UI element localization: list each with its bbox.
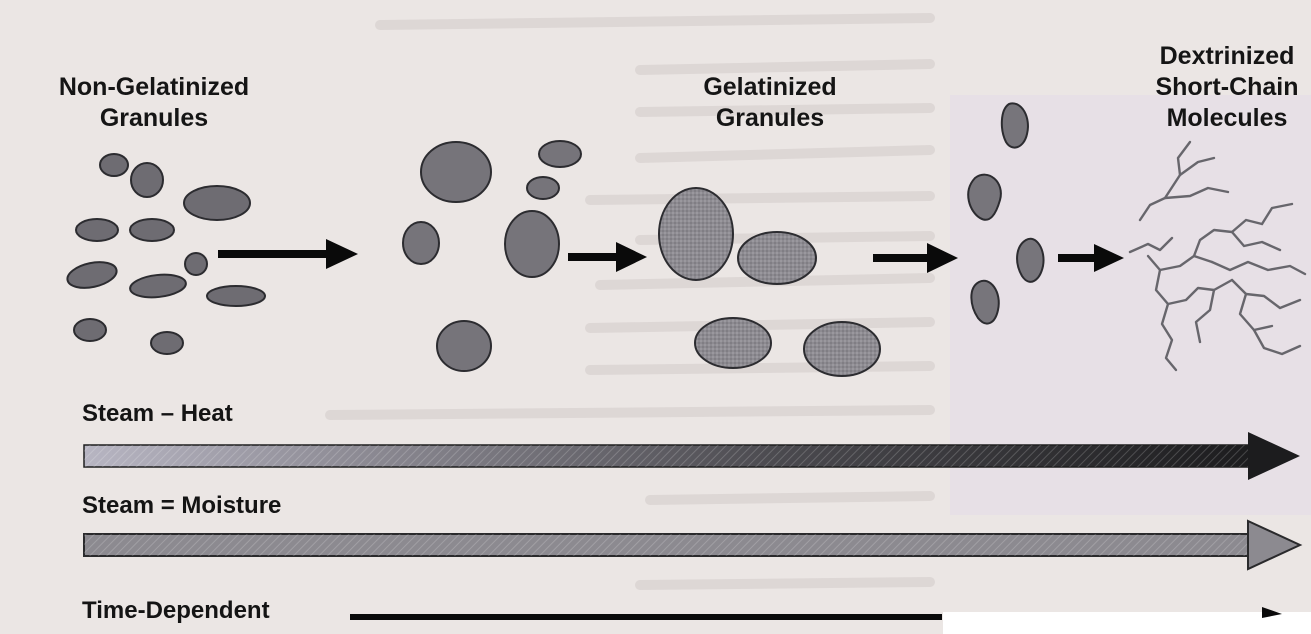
granule bbox=[695, 318, 771, 368]
chain bbox=[1246, 294, 1300, 308]
granule bbox=[129, 272, 187, 300]
steam-moisture-bar bbox=[84, 521, 1300, 569]
granule bbox=[185, 253, 207, 275]
granule bbox=[403, 222, 439, 264]
chain bbox=[1212, 262, 1305, 274]
time-dependent-line bbox=[350, 607, 1282, 620]
gelatinized-granules bbox=[659, 188, 880, 376]
granule bbox=[659, 188, 733, 280]
dextrinized-chains bbox=[1130, 142, 1305, 370]
granule bbox=[76, 219, 118, 241]
granule bbox=[65, 258, 119, 292]
chain bbox=[1168, 280, 1232, 304]
swelling-granules bbox=[403, 141, 581, 371]
chain bbox=[1262, 204, 1292, 224]
fragmented-granules bbox=[968, 103, 1043, 323]
chain bbox=[1165, 188, 1228, 198]
granule bbox=[505, 211, 559, 277]
granule bbox=[738, 232, 816, 284]
granule bbox=[421, 142, 491, 202]
arrow-right-icon bbox=[1058, 244, 1124, 272]
granule bbox=[207, 286, 265, 306]
arrowhead-icon bbox=[1248, 521, 1300, 569]
granule bbox=[74, 319, 106, 341]
granule bbox=[100, 154, 128, 176]
chain bbox=[1148, 256, 1176, 370]
chain bbox=[1160, 256, 1212, 270]
arrow-right-icon bbox=[218, 239, 358, 269]
arrow-right-icon bbox=[568, 242, 647, 272]
chain bbox=[1254, 330, 1300, 354]
granule bbox=[130, 219, 174, 241]
chain bbox=[1196, 290, 1214, 342]
chain bbox=[1130, 238, 1172, 252]
fragment bbox=[968, 175, 1001, 220]
fragment bbox=[971, 281, 998, 324]
granule bbox=[527, 177, 559, 199]
arrowhead-icon bbox=[1248, 432, 1300, 480]
chain bbox=[1232, 232, 1280, 250]
fragment bbox=[1002, 103, 1028, 147]
fragment bbox=[1017, 239, 1043, 282]
granule bbox=[131, 163, 163, 197]
chain bbox=[1194, 220, 1262, 256]
arrow-right-icon bbox=[873, 243, 958, 273]
granule bbox=[539, 141, 581, 167]
granule bbox=[437, 321, 491, 371]
chain bbox=[1232, 280, 1272, 330]
granule bbox=[184, 186, 250, 220]
granule bbox=[804, 322, 880, 376]
granule bbox=[151, 332, 183, 354]
steam-heat-bar bbox=[84, 432, 1300, 480]
arrowhead-icon bbox=[1262, 607, 1282, 618]
